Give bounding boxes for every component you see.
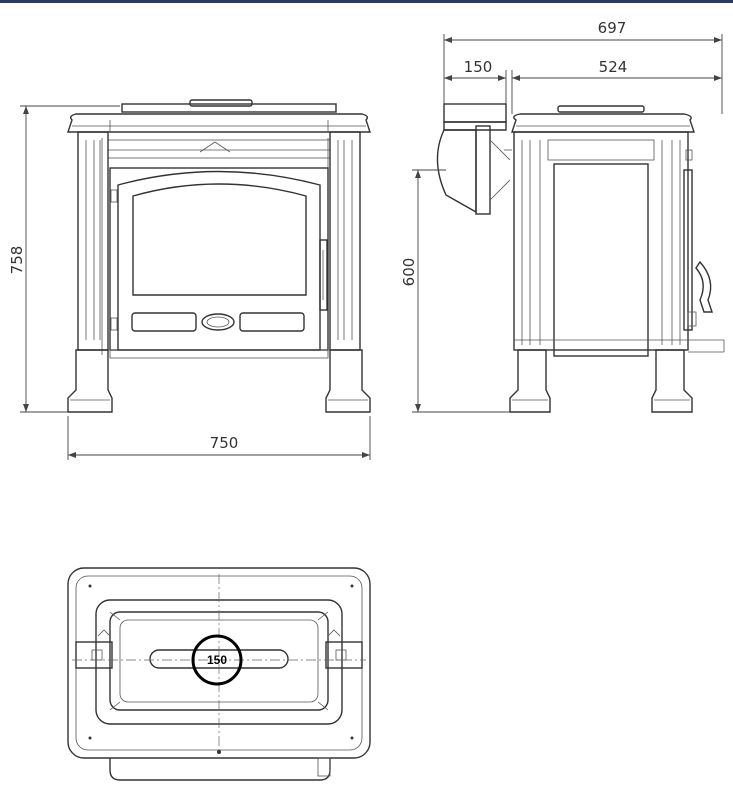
flue-offset-label: 150 (464, 58, 493, 76)
overall-depth-label: 697 (598, 19, 627, 37)
overall-width-label: 750 (210, 434, 239, 452)
overall-height-label: 758 (8, 246, 26, 275)
dimension-overall-width: 750 (67, 416, 371, 460)
front-view (67, 99, 371, 413)
dimension-flue-offset: 150 (444, 58, 507, 104)
dimension-body-depth: 524 (511, 58, 722, 114)
flue-highlight-circle (191, 634, 243, 686)
dimension-overall-depth: 697 (443, 19, 723, 114)
header-bar (0, 0, 733, 3)
dimension-flue-height: 600 (400, 169, 510, 413)
flue-height-label: 600 (400, 258, 418, 287)
body-depth-label: 524 (599, 58, 628, 76)
top-view: 150 (67, 567, 371, 781)
flue-diameter-label: 150 (207, 653, 227, 667)
side-view (436, 103, 725, 413)
dimension-overall-height: 758 (8, 105, 120, 413)
